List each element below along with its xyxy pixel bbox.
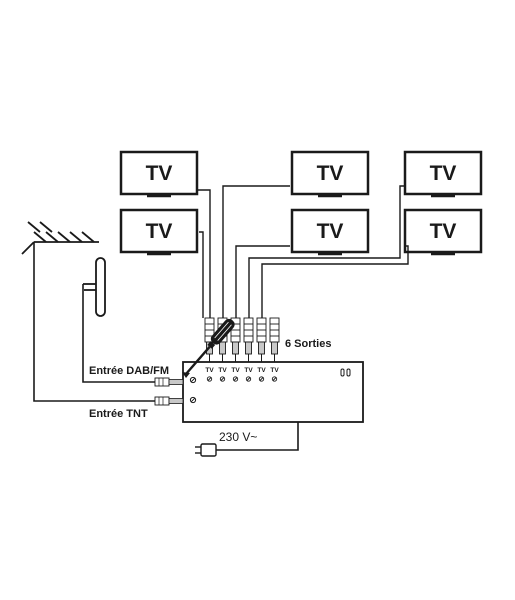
led-indicators xyxy=(340,368,351,377)
output-cables xyxy=(198,185,409,318)
tv-label: TV xyxy=(430,162,457,185)
tv-screen xyxy=(403,150,483,198)
f-connector xyxy=(269,317,280,355)
tv-label: TV xyxy=(317,162,344,185)
tv-label: TV xyxy=(146,162,173,185)
dab-fm-antenna xyxy=(83,257,106,317)
tv-label: TV xyxy=(430,220,457,243)
input-dab-fm-label: Entrée DAB/FM xyxy=(89,365,169,377)
tv-screen xyxy=(403,208,483,256)
input-sockets xyxy=(189,376,197,404)
tv-label: TV xyxy=(317,220,344,243)
output-sockets xyxy=(206,376,278,382)
output-port-label: TV xyxy=(244,367,253,374)
tv-screen xyxy=(119,208,199,256)
outputs-label: 6 Sorties xyxy=(285,338,331,350)
tv-screen xyxy=(290,150,370,198)
output-port-label: TV xyxy=(205,367,214,374)
output-port-label: TV xyxy=(270,367,279,374)
f-connector xyxy=(243,317,254,355)
tv-screen xyxy=(119,150,199,198)
f-connector xyxy=(256,317,267,355)
tv-group xyxy=(119,150,483,256)
power-label: 230 V~ xyxy=(219,430,257,444)
output-port-label: TV xyxy=(218,367,227,374)
input-tnt-label: Entrée TNT xyxy=(89,408,148,420)
tv-label: TV xyxy=(146,220,173,243)
tnt-antenna xyxy=(21,221,99,255)
input-dab-fm-cable xyxy=(82,284,184,387)
output-port-label: TV xyxy=(257,367,266,374)
power-cable xyxy=(195,422,299,457)
amplifier-box: TV TV TV TV TV TV xyxy=(182,361,364,423)
screwdriver-icon xyxy=(182,318,235,378)
input-tnt-cable xyxy=(33,242,184,406)
output-port-label: TV xyxy=(231,367,240,374)
tv-screen xyxy=(290,208,370,256)
